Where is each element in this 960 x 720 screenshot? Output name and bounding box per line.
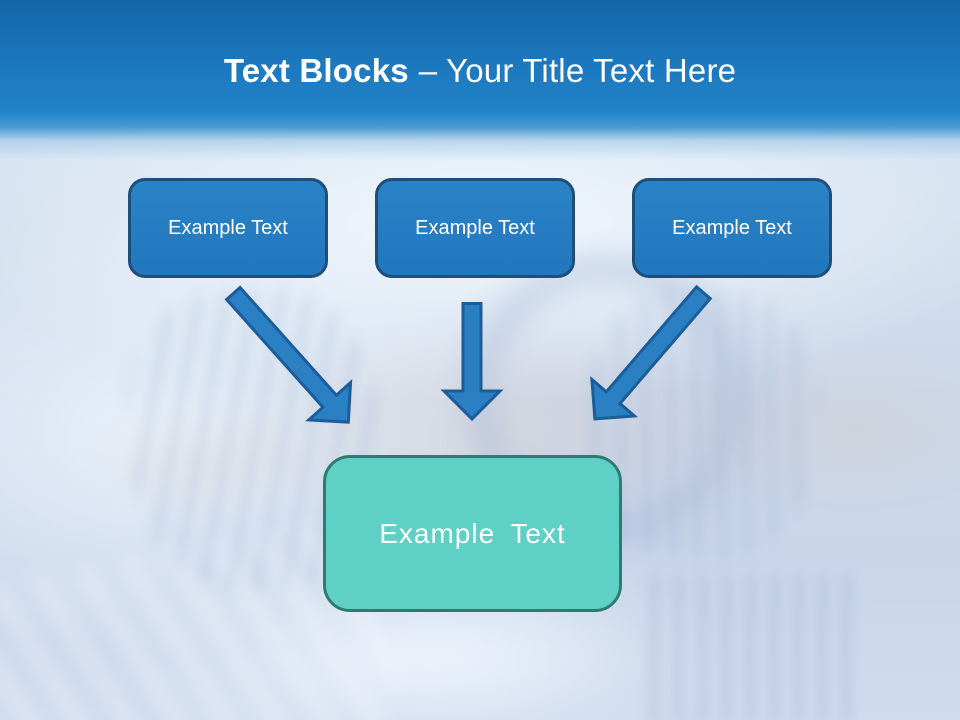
slide-title: Text Blocks– Your Title Text Here	[0, 50, 960, 92]
text-block-3-label: Example Text	[672, 216, 792, 239]
text-block-1: Example Text	[128, 178, 328, 278]
text-block-2: Example Text	[375, 178, 575, 278]
text-block-2-label: Example Text	[415, 216, 535, 239]
title-bar: Text Blocks– Your Title Text Here	[0, 0, 960, 165]
arrow-down-right-icon	[210, 272, 372, 443]
slide-title-bold: Text Blocks	[223, 52, 409, 89]
background-ribs-bottom	[650, 575, 865, 720]
slide-title-rest: – Your Title Text Here	[418, 52, 737, 89]
text-block-1-label: Example Text	[168, 216, 288, 239]
arrow-down-icon	[440, 302, 504, 422]
text-block-3: Example Text	[632, 178, 832, 278]
result-block-label: Example Text	[379, 517, 566, 549]
result-block: Example Text	[323, 455, 622, 612]
arrow-down-left-icon	[571, 272, 727, 440]
